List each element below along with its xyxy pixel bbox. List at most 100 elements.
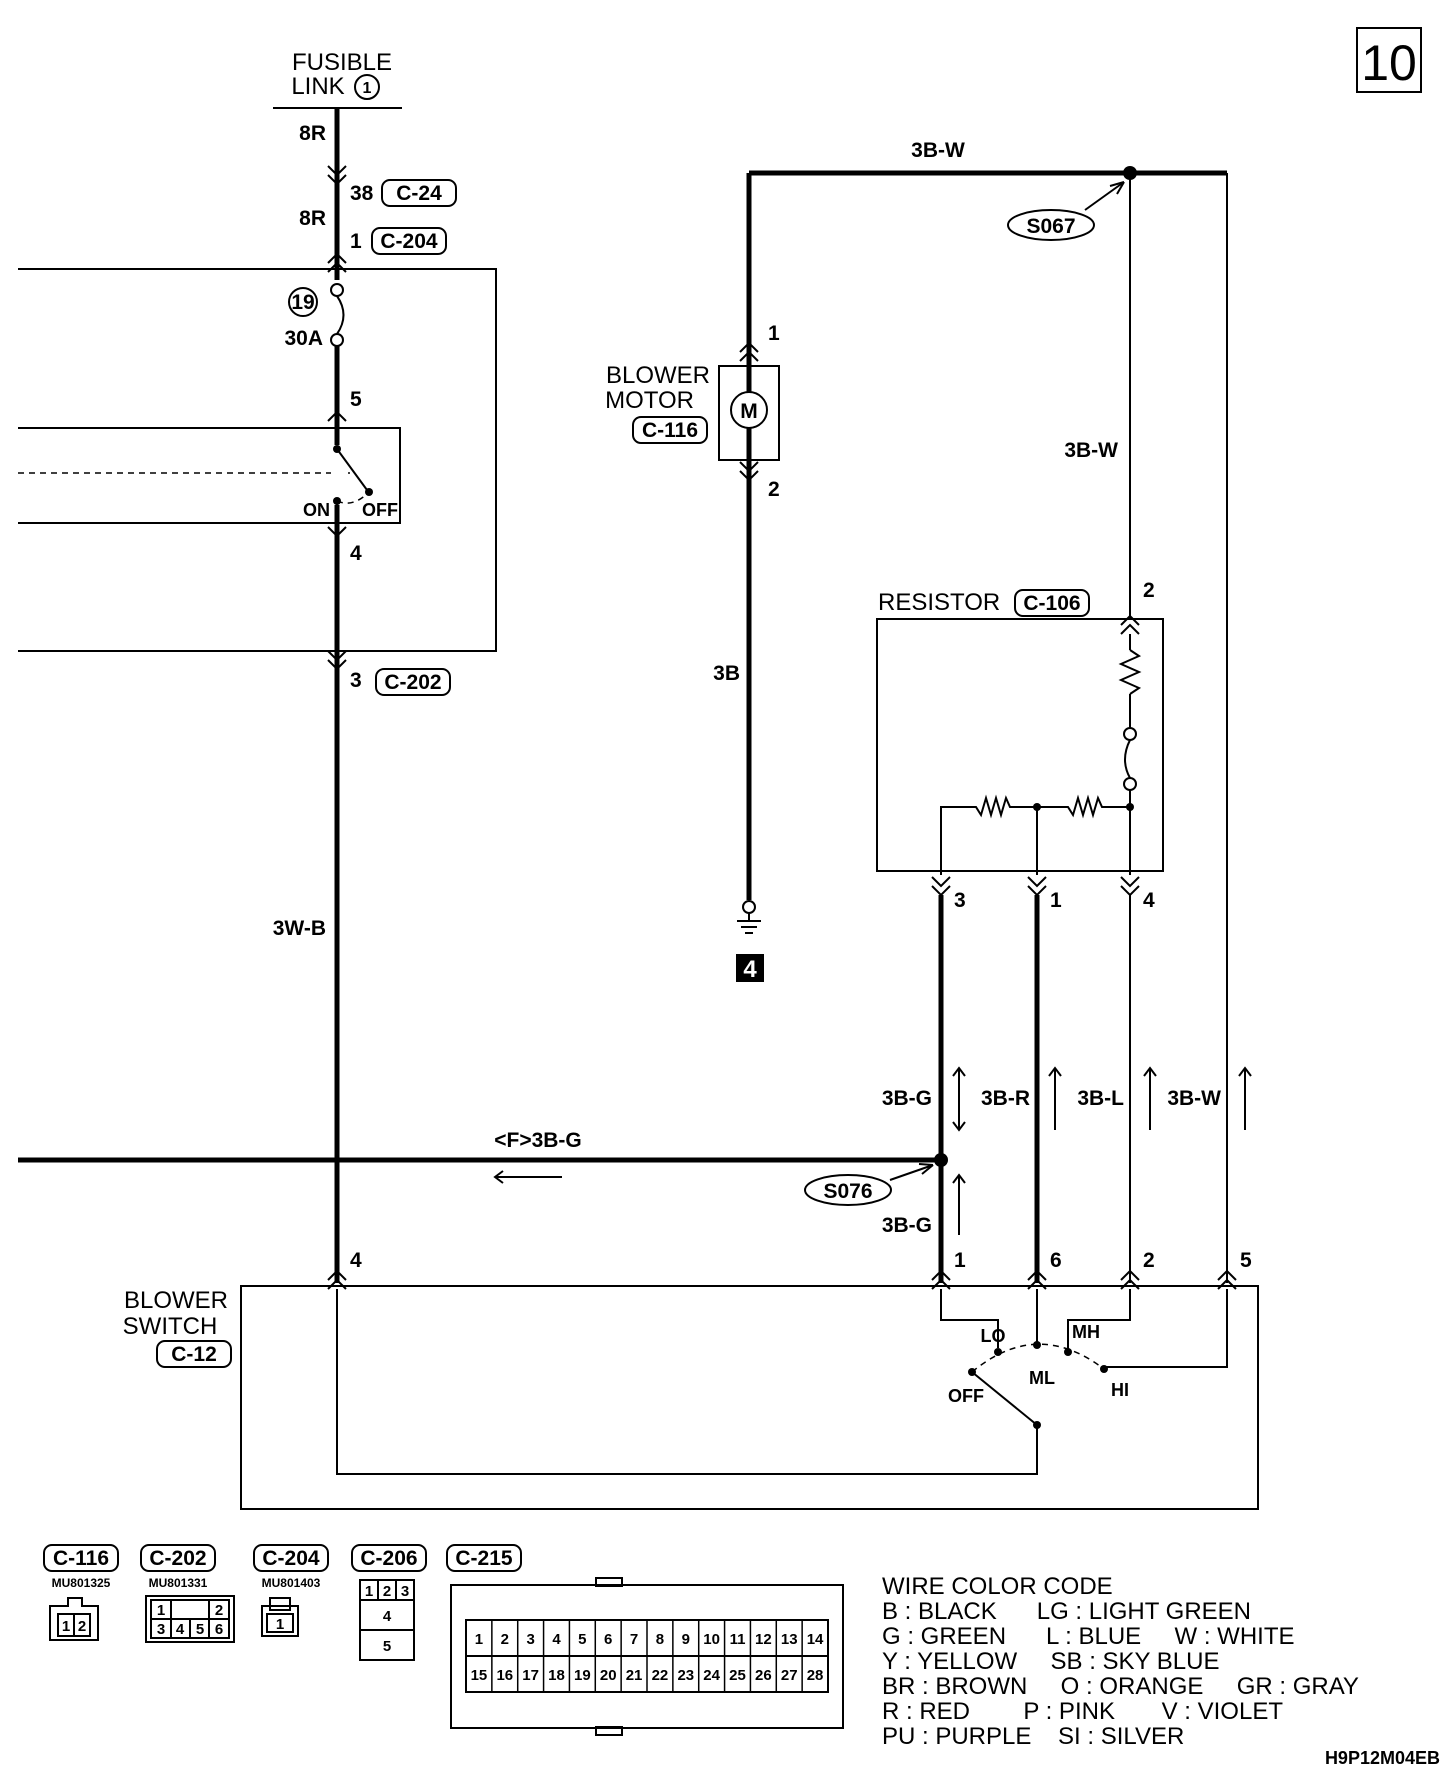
c116-box: [632, 416, 708, 444]
blower-switch-label-2: SWITCH: [123, 1313, 218, 1340]
switch-mh-wire: [1067, 1289, 1131, 1350]
cv-c215-pin-2: 2: [501, 1631, 509, 1648]
switch-pos-mh: MH: [1072, 1322, 1100, 1342]
relay-gap: [331, 445, 343, 505]
resistor-element-3: [940, 794, 1037, 875]
switch-pin-4: 4: [350, 1249, 362, 1272]
cv-c204-shape: [261, 1605, 299, 1637]
c204-box: [371, 227, 447, 255]
c24-label: C-24: [396, 182, 442, 205]
current-arrow-both-3b-g: [952, 1066, 966, 1132]
relay-contact-arm: [336, 448, 368, 491]
switch-pos-off: OFF: [948, 1386, 984, 1406]
cv-c215-pin-23: 23: [677, 1667, 694, 1684]
cv-c215-pin-24: 24: [703, 1667, 720, 1684]
fuse-element: [336, 295, 345, 335]
ground-number: 4: [743, 956, 757, 983]
cv-c116-pin-1: 1: [62, 1618, 70, 1635]
fusible-link-number: 1: [363, 80, 372, 97]
blower-switch-label-1: BLOWER: [124, 1287, 228, 1314]
switch-lever: [971, 1371, 1038, 1426]
relay-box-outer: [18, 268, 497, 652]
page-number: 10: [1361, 35, 1417, 91]
cv-c116-box: [43, 1544, 119, 1572]
cv-c215-pin-9: 9: [682, 1631, 690, 1648]
cv-c206-label: C-206: [360, 1547, 417, 1570]
color-code-row-3: Y : YELLOW SB : SKY BLUE: [882, 1648, 1220, 1675]
resistor-element-2: [1037, 794, 1130, 819]
cv-c202-pin-1: 1: [157, 1602, 165, 1619]
wire-label-3b-w-low: 3B-W: [1167, 1087, 1221, 1110]
switch-pin-5: 5: [1240, 1249, 1252, 1272]
switch-lo-contact: [994, 1348, 1002, 1356]
fusible-link-label-1: FUSIBLE: [292, 49, 392, 76]
motor-pin-2-symbol: [739, 461, 759, 482]
connector-c24-symbol: [327, 165, 347, 186]
fuse-number-circle: [288, 287, 318, 317]
resistor-pin-3: 3: [954, 889, 966, 912]
wire-label-3b-g-1: 3B-G: [882, 1087, 932, 1110]
splice-s076-leader: [889, 1164, 934, 1181]
cv-c202-pin-5: 5: [196, 1621, 204, 1638]
cv-c215-pin-12: 12: [755, 1631, 772, 1648]
cv-c215-label: C-215: [455, 1547, 513, 1570]
blower-motor-label-2: MOTOR: [605, 387, 694, 414]
page-number-box: [1356, 27, 1422, 93]
wire-label-3b: 3B: [713, 662, 740, 685]
relay-box-inner: [18, 427, 401, 524]
connector-view-c204: C-204 MU801403 1: [253, 1544, 329, 1637]
switch-pin-2: 2: [1143, 1249, 1155, 1272]
blower-switch-box: [240, 1285, 1259, 1510]
cv-c116-shape: [49, 1597, 99, 1641]
cv-c215-pin-1: 1: [475, 1631, 483, 1648]
splice-s076-dot: [934, 1153, 948, 1167]
c12-label: C-12: [171, 1343, 217, 1366]
cv-c215-pin-15: 15: [471, 1667, 488, 1684]
switch-lo-wire: [940, 1289, 999, 1348]
color-code-row-4: BR : BROWN O : ORANGE GR : GRAY: [882, 1673, 1359, 1700]
splice-s067-arrowhead: [1109, 181, 1125, 195]
color-code-title: WIRE COLOR CODE: [882, 1573, 1113, 1600]
relay-on-label: ON: [303, 500, 330, 520]
switch-pin-1: 1: [954, 1249, 966, 1272]
switch-position-arc: [971, 1343, 1105, 1373]
relay-pin-bottom: 4: [350, 542, 362, 565]
cv-c116-code: MU801325: [52, 1576, 111, 1590]
cv-c206-pin-5: 5: [383, 1638, 391, 1655]
cv-c215-key-top: [595, 1577, 623, 1587]
c24-pin: 38: [350, 182, 374, 205]
cv-c206-box: [351, 1544, 427, 1572]
connector-c202-symbol: [327, 650, 347, 671]
current-arrow-3b-w: [1238, 1066, 1252, 1130]
cv-c116-label: C-116: [53, 1547, 109, 1570]
switch-pos-hi: HI: [1111, 1380, 1129, 1400]
cv-c215-pin-26: 26: [755, 1667, 772, 1684]
cv-c206-pin-3: 3: [401, 1583, 409, 1600]
cv-c204-cell: [266, 1613, 294, 1633]
fuse-terminal-top: [330, 283, 344, 297]
cv-c215-pin-8: 8: [656, 1631, 664, 1648]
blower-motor-label-1: BLOWER: [606, 362, 710, 389]
cv-c215-pin-28: 28: [807, 1667, 824, 1684]
wire-label-3b-r: 3B-R: [981, 1087, 1030, 1110]
c106-label: C-106: [1023, 592, 1080, 615]
fuse-rating: 30A: [284, 327, 323, 350]
c202-box: [375, 668, 451, 696]
fusible-link-label-2: LINK: [291, 73, 344, 100]
cv-c202-pin-6: 6: [215, 1621, 223, 1638]
splice-s076-label: S076: [823, 1180, 872, 1203]
c106-box: [1014, 589, 1090, 617]
c202-label: C-202: [384, 671, 441, 694]
ground-number-box: [736, 954, 764, 982]
color-code-row-5: R : RED P : PINK V : VIOLET: [882, 1698, 1283, 1725]
wire-label-3b-w-top: 3B-W: [911, 139, 965, 162]
cv-c202-pin-2: 2: [215, 1602, 223, 1619]
cv-c215-pin-6: 6: [604, 1631, 612, 1648]
cv-c215-pin-21: 21: [626, 1667, 643, 1684]
splice-s067-leader: [1084, 181, 1125, 211]
cv-c215-box: [446, 1544, 522, 1572]
wire-label-3b-g-2: 3B-G: [882, 1214, 932, 1237]
cv-c215-pin-20: 20: [600, 1667, 617, 1684]
